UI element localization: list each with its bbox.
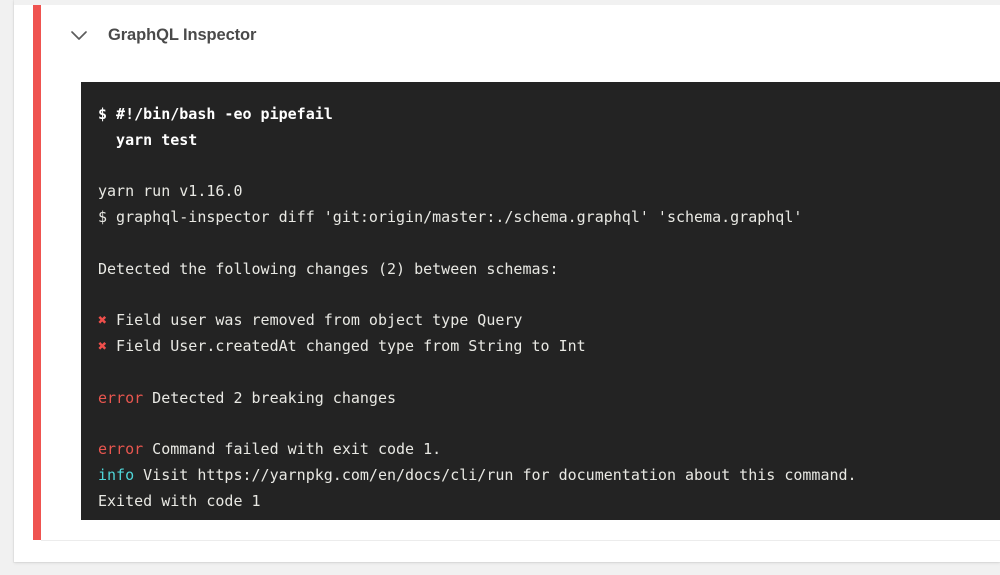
terminal-line-text: Visit https://yarnpkg.com/en/docs/cli/ru… — [134, 466, 857, 485]
terminal-info-label: info — [98, 466, 135, 485]
terminal-line-list: $ #!/bin/bash -eo pipefail yarn test yar… — [98, 102, 1000, 515]
terminal-error-label: error — [98, 388, 144, 407]
terminal-line-text: $ graphql-inspector diff 'git:origin/mas… — [98, 208, 803, 227]
terminal-command-text: yarn test — [98, 130, 198, 149]
breaking-change-marker-icon: ✖ — [98, 337, 108, 356]
chevron-down-icon[interactable] — [66, 22, 92, 48]
card-bottom-padding — [14, 541, 1000, 562]
card-top-rule — [14, 0, 1000, 5]
breaking-change-marker-icon: ✖ — [98, 311, 108, 330]
terminal-line-text — [98, 415, 107, 433]
terminal-command-text: $ #!/bin/bash -eo pipefail — [98, 105, 333, 123]
terminal-line-text — [98, 157, 107, 175]
terminal-line-text: Field user was removed from object type … — [107, 311, 523, 330]
terminal-line: $ #!/bin/bash -eo pipefail — [98, 102, 1000, 128]
terminal-line: yarn run v1.16.0 — [98, 179, 1000, 205]
terminal-line-text — [98, 286, 107, 304]
terminal-line-text: Detected 2 breaking changes — [143, 388, 397, 407]
terminal-log-output[interactable]: $ #!/bin/bash -eo pipefail yarn test yar… — [81, 82, 1000, 520]
terminal-error-label: error — [98, 440, 144, 459]
terminal-line — [98, 360, 1000, 386]
terminal-line-text: yarn run v1.16.0 — [98, 182, 243, 201]
terminal-line: $ graphql-inspector diff 'git:origin/mas… — [98, 205, 1000, 231]
terminal-line: error Detected 2 breaking changes — [98, 386, 1000, 412]
terminal-line: yarn test — [98, 128, 1000, 154]
terminal-line — [98, 231, 1000, 257]
terminal-line: Exited with code 1 — [98, 489, 1000, 515]
step-title: GraphQL Inspector — [108, 25, 257, 44]
terminal-line-text — [98, 363, 107, 381]
terminal-line-text: Exited with code 1 — [98, 491, 261, 510]
terminal-line: error Command failed with exit code 1. — [98, 437, 1000, 463]
terminal-line — [98, 412, 1000, 438]
terminal-line-text: Field User.createdAt changed type from S… — [107, 337, 586, 356]
step-divider — [41, 540, 1000, 541]
terminal-line-text: Detected the following changes (2) betwe… — [98, 259, 559, 278]
terminal-line: info Visit https://yarnpkg.com/en/docs/c… — [98, 463, 1000, 489]
terminal-line: Detected the following changes (2) betwe… — [98, 257, 1000, 283]
terminal-line-text — [98, 234, 107, 252]
terminal-line — [98, 154, 1000, 180]
terminal-line — [98, 283, 1000, 309]
step-status-bar — [33, 5, 41, 540]
step-header-toggle[interactable]: GraphQL Inspector — [54, 5, 1000, 65]
terminal-line-text: Command failed with exit code 1. — [143, 440, 442, 459]
build-step-card: GraphQL Inspector $ #!/bin/bash -eo pipe… — [14, 0, 1000, 562]
terminal-line: ✖ Field user was removed from object typ… — [98, 308, 1000, 334]
terminal-line: ✖ Field User.createdAt changed type from… — [98, 334, 1000, 360]
